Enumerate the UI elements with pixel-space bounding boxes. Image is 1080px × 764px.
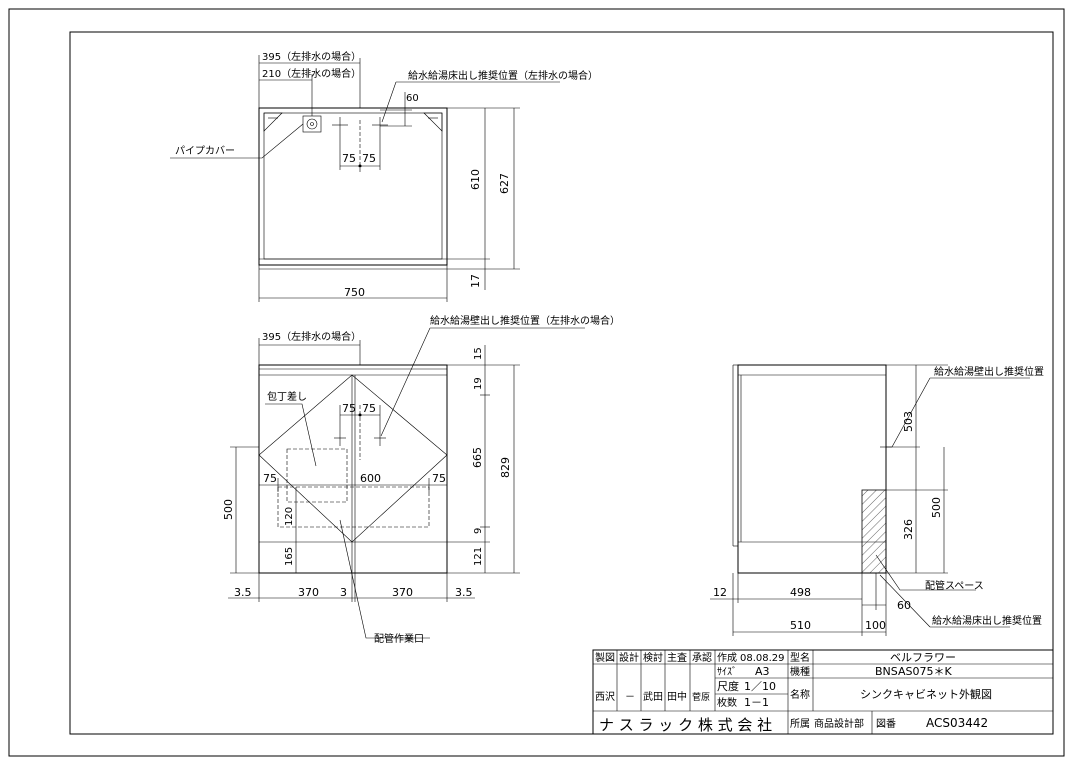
- title-block: 製図 設計 検討 主査 承認 作成 08.08.29 ｻｲｽﾞ A3 尺度 1／…: [592, 649, 1054, 735]
- door-diamond: [258, 374, 448, 543]
- dim-121: 121: [473, 547, 484, 566]
- dim-120: 120: [284, 507, 295, 526]
- dim-500-side: 500: [930, 497, 943, 518]
- dim-829: 829: [499, 457, 512, 478]
- tb-shusa: 主査: [667, 651, 687, 664]
- tb-kento: 検討: [643, 651, 663, 664]
- tb-name-dash: －: [625, 692, 635, 703]
- tb-zuban-value: ACS03442: [926, 716, 988, 730]
- front-view: 395（左排水の場合） 給水給湯壁出し推奨位置（左排水の場合） 15 19 包丁…: [222, 314, 620, 645]
- dim-75a-top: 75: [342, 152, 356, 165]
- label-knife-rack: 包丁差し: [267, 390, 307, 403]
- dim-3-5-right: 3.5: [455, 586, 473, 599]
- knife-rack: [286, 448, 348, 503]
- tb-sakusei-label: 作成: [717, 652, 737, 664]
- tb-kishu-value: BNSAS075＊K: [875, 665, 952, 678]
- tb-meisho-value: シンクキャビネット外観図: [860, 687, 992, 701]
- dim-750: 750: [344, 286, 365, 299]
- dim-210-top: 210（左排水の場合）: [262, 67, 361, 80]
- dim-9: 9: [473, 528, 484, 534]
- dim-370a: 370: [298, 586, 319, 599]
- tb-company: ナ ス ラ ッ ク 株 式 会 社: [599, 716, 772, 734]
- dim-627: 627: [498, 173, 511, 194]
- tb-shozoku-label: 所属: [790, 718, 810, 730]
- tb-sheets-value: 1－1: [744, 696, 769, 709]
- side-view: 給水給湯壁出し推奨位置 503 500 326 配管スペース 12 498 60…: [710, 364, 1044, 636]
- dim-665: 665: [471, 447, 484, 468]
- front-view-outline: [258, 364, 448, 574]
- tb-scale-label: 尺度: [717, 679, 739, 693]
- piping-access-opening: [277, 486, 430, 528]
- dim-326: 326: [902, 519, 915, 540]
- tb-name-nishizawa: 西沢: [595, 690, 615, 703]
- tb-scale-value: 1／10: [744, 680, 776, 693]
- tb-name-sugawara: 菅原: [692, 691, 710, 703]
- dim-3-5-left: 3.5: [234, 586, 252, 599]
- note-floor-outlet-left: 給水給湯床出し推奨位置（左排水の場合）: [408, 69, 598, 82]
- inner-border: [69, 31, 1054, 735]
- dim-60-top: 60: [406, 93, 419, 104]
- tb-size-value: A3: [755, 665, 770, 678]
- dim-395-front: 395（左排水の場合）: [262, 330, 361, 343]
- tb-shozoku-value: 商品設計部: [814, 717, 864, 730]
- tb-name-tanaka: 田中: [667, 690, 687, 703]
- dim-12: 12: [713, 586, 727, 599]
- dim-395-top: 395（左排水の場合）: [262, 50, 361, 63]
- dim-600: 600: [360, 472, 381, 485]
- dim-503: 503: [902, 411, 915, 432]
- dim-75-left: 75: [263, 472, 277, 485]
- dim-500-front: 500: [222, 499, 235, 520]
- tb-sheets-label: 枚数: [717, 696, 737, 709]
- dim-510: 510: [790, 619, 811, 632]
- top-view-outline: [258, 107, 448, 266]
- dim-19: 19: [473, 377, 484, 390]
- dim-15: 15: [473, 347, 484, 360]
- top-view: 395（左排水の場合） 210（左排水の場合） 給水給湯床出し推奨位置（左排水の…: [170, 50, 598, 302]
- label-piping-opening: 配管作業口: [374, 632, 424, 645]
- dim-165: 165: [284, 547, 295, 566]
- tb-meisho-label: 名称: [790, 688, 810, 701]
- dim-498: 498: [790, 586, 811, 599]
- dim-75a-front: 75: [342, 402, 356, 415]
- dim-370b: 370: [392, 586, 413, 599]
- dim-610: 610: [469, 169, 482, 190]
- tb-shonin: 承認: [692, 651, 712, 664]
- note-floor-outlet: 給水給湯床出し推奨位置: [932, 614, 1042, 627]
- tb-katamei-label: 型名: [790, 651, 810, 664]
- tb-sakusei-date: 08.08.29: [740, 653, 785, 664]
- tb-size-label: ｻｲｽﾞ: [717, 666, 737, 678]
- dim-75-right: 75: [432, 472, 446, 485]
- outer-border: [8, 8, 1065, 757]
- note-wall-outlet: 給水給湯壁出し推奨位置: [934, 365, 1044, 378]
- floor-outlet-marks: [332, 117, 388, 133]
- dim-3: 3: [340, 586, 347, 599]
- wall-outlet-marks: [334, 432, 386, 446]
- dim-75b-front: 75: [362, 402, 376, 415]
- tb-kishu-label: 機種: [790, 665, 810, 678]
- side-view-outline: [737, 364, 887, 574]
- dim-60-side: 60: [897, 599, 911, 612]
- piping-space: [861, 489, 887, 574]
- tb-sekkei: 設計: [619, 651, 639, 664]
- tb-seizu: 製図: [595, 651, 615, 664]
- label-piping-space: 配管スペース: [925, 579, 984, 592]
- tb-katamei-value: ベルフラワー: [890, 651, 956, 664]
- dim-75b-top: 75: [362, 152, 376, 165]
- tb-zuban-label: 図番: [876, 718, 896, 730]
- dim-100: 100: [865, 619, 886, 632]
- dim-17: 17: [469, 274, 482, 288]
- tb-name-takeda: 武田: [643, 690, 663, 703]
- note-wall-outlet-left: 給水給湯壁出し推奨位置（左排水の場合）: [430, 314, 620, 327]
- label-pipe-cover: パイプカバー: [175, 145, 235, 157]
